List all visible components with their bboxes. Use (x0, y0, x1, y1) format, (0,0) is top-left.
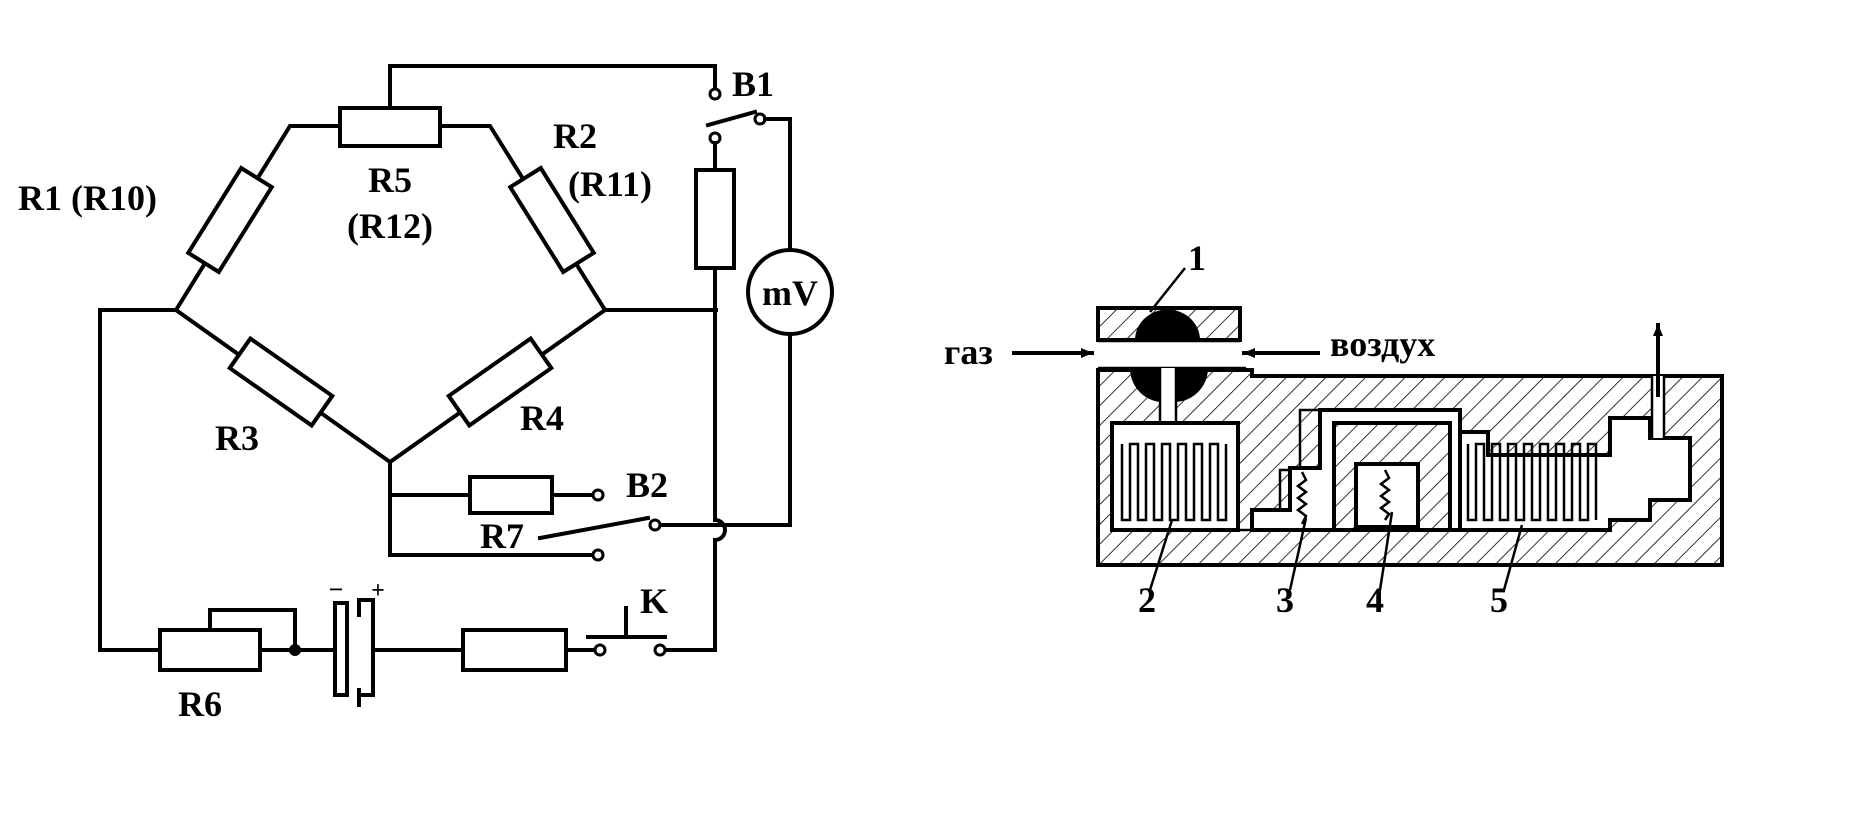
label-r5-alt: (R12) (347, 206, 433, 246)
label-gas: газ (944, 332, 993, 372)
resistor-supply (461, 628, 568, 672)
battery-icon (333, 598, 375, 707)
vertical-channel (1160, 368, 1176, 423)
plus-sign: + (371, 578, 385, 604)
label-air: воздух (1330, 324, 1435, 364)
supply-line: − + (158, 575, 667, 707)
label-1: 1 (1188, 238, 1206, 278)
resistor-b1-branch (694, 168, 736, 270)
bridge-circuit: mV (18, 64, 834, 724)
label-r4: R4 (520, 398, 564, 438)
rheostat-r6 (158, 628, 262, 672)
resistor-r3 (226, 335, 336, 429)
inner-block (1332, 421, 1452, 532)
resistor-r2 (507, 165, 597, 275)
leader-3 (1288, 517, 1308, 591)
resistor-r7 (468, 475, 554, 515)
label-4: 4 (1366, 580, 1384, 620)
resistor-r5 (338, 106, 442, 148)
exhaust-channel (1652, 376, 1664, 438)
label-b1: B1 (732, 64, 774, 104)
bridge-wires (98, 64, 718, 652)
label-r5: R5 (368, 160, 412, 200)
nozzle (1129, 309, 1208, 402)
label-b2: B2 (626, 465, 668, 505)
label-r2: R2 (553, 116, 597, 156)
label-5: 5 (1490, 580, 1508, 620)
leader-4 (1378, 511, 1394, 591)
cavity-5 (1458, 416, 1692, 532)
label-r6: R6 (178, 684, 222, 724)
leader-2 (1148, 519, 1174, 591)
label-r7: R7 (480, 516, 524, 556)
label-2: 2 (1138, 580, 1156, 620)
label-r2-alt: (R11) (568, 164, 652, 204)
resistor-r4 (445, 335, 555, 429)
resistor-r1 (185, 165, 275, 275)
chamber-diagram: газ воздух 1 2 3 4 5 (944, 238, 1724, 620)
label-r1: R1 (R10) (18, 178, 157, 218)
key-k (586, 606, 667, 657)
inlet-gap (1100, 341, 1238, 368)
leader-1 (1149, 267, 1186, 313)
label-r3: R3 (215, 418, 259, 458)
cavity-2 (1110, 421, 1240, 532)
switch-b2 (537, 488, 662, 562)
leader-5 (1502, 524, 1524, 591)
minus-sign: − (329, 575, 344, 604)
label-k: K (640, 581, 668, 621)
mv-label: mV (762, 273, 818, 313)
switch-b1 (666, 87, 792, 652)
label-3: 3 (1276, 580, 1294, 620)
millivoltmeter: mV (658, 248, 834, 527)
